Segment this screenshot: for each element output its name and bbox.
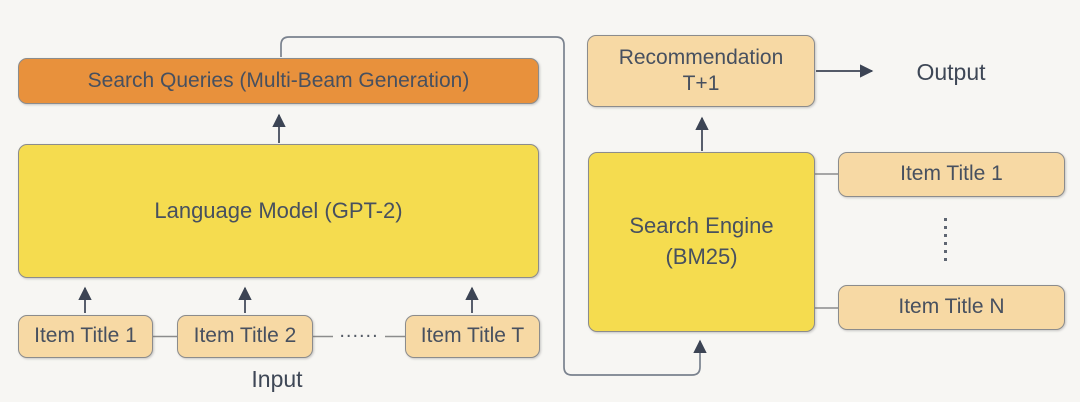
search-queries-label: Search Queries (Multi-Beam Generation) [87,68,470,92]
node-language-model: Language Model (GPT-2) [18,144,539,278]
search-engine-label-line1: Search Engine [629,213,774,239]
catalog-item-1-label: Item Title 1 [900,162,1003,186]
node-catalog-item-N: Item Title N [838,285,1065,330]
recommendation-label-line1: Recommendation [618,45,784,69]
node-recommendation: Recommendation T+1 [587,35,815,107]
node-search-engine: Search Engine (BM25) [588,152,815,332]
input-caption: Input [251,366,303,392]
search-engine-label-line2: (BM25) [665,244,738,269]
catalog-item-N-label: Item Title N [898,295,1005,319]
node-input-item-2: Item Title 2 [177,315,313,358]
horizontal-ellipsis: ...... [339,320,379,342]
output-caption: Output [916,59,986,85]
node-input-item-T: Item Title T [405,315,540,358]
input-item-T-label: Item Title T [420,324,525,348]
input-item-1-label: Item Title 1 [34,324,137,348]
language-model-label: Language Model (GPT-2) [154,198,403,224]
input-item-2-label: Item Title 2 [193,324,297,348]
node-search-queries: Search Queries (Multi-Beam Generation) [18,58,539,104]
node-catalog-item-1: Item Title 1 [838,152,1065,197]
node-input-item-1: Item Title 1 [18,315,153,358]
recommendation-label-line2: T+1 [682,72,720,95]
vertical-ellipsis [944,218,947,264]
